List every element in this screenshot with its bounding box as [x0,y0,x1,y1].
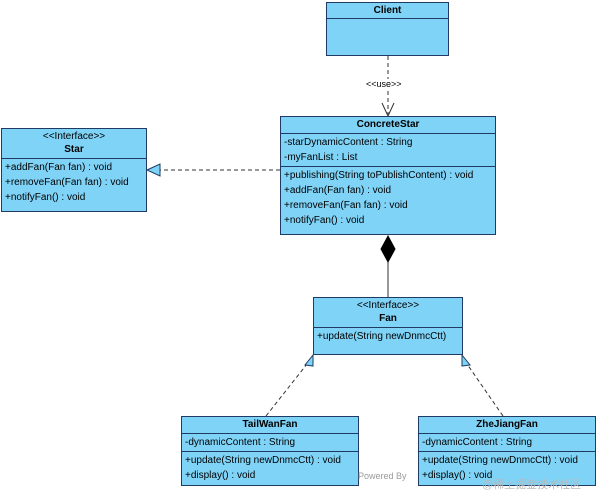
star-operations: +addFan(Fan fan) : void +removeFan(Fan f… [2,159,146,206]
fan-interface[interactable]: <<Interface>> Fan +update(String newDnmc… [313,297,463,355]
tailwan-realization-arrowhead [304,353,314,367]
star-name: Star [64,144,84,155]
concrete-star-name: ConcreteStar [356,119,420,130]
concrete-star-operations: +publishing(String toPublishContent) : v… [281,167,495,229]
star-interface[interactable]: <<Interface>> Star +addFan(Fan fan) : vo… [1,128,147,212]
tailwan-fan-operation: +update(String newDnmcCtt) : void [185,455,341,466]
tailwan-fan-class[interactable]: TailWanFan -dynamicContent : String +upd… [181,416,359,486]
zhejiang-fan-operations: +update(String newDnmcCtt) : void +displ… [419,452,595,484]
zhejiang-fan-operation: +display() : void [422,470,493,481]
star-realization-arrowhead [145,163,161,177]
use-dependency-arrowhead [381,102,395,118]
star-operation: +removeFan(Fan fan) : void [5,177,129,188]
client-name: Client [373,5,402,16]
use-label: <<use>> [364,79,404,89]
composition-diamond [380,234,396,264]
tailwan-fan-operation: +display() : void [185,470,256,481]
tailwan-fan-attributes: -dynamicContent : String [182,434,358,452]
concrete-star-operation: +notifyFan() : void [284,215,365,226]
tailwan-fan-header: TailWanFan [182,417,358,434]
zhejiang-realization-line [466,363,504,417]
client-class[interactable]: Client [326,2,449,56]
tailwan-fan-attribute: -dynamicContent : String [185,437,296,448]
star-stereotype: <<Interface>> [42,131,106,142]
zhejiang-fan-operation: +update(String newDnmcCtt) : void [422,455,578,466]
zhejiang-fan-name: ZheJiangFan [476,419,538,430]
tailwan-fan-operations: +update(String newDnmcCtt) : void +displ… [182,452,358,484]
concrete-star-class[interactable]: ConcreteStar -starDynamicContent : Strin… [280,116,496,235]
powered-by-watermark: Powered By [358,471,407,481]
concrete-star-operation: +addFan(Fan fan) : void [284,185,392,196]
zhejiang-realization-arrowhead [461,353,471,367]
zhejiang-fan-attributes: -dynamicContent : String [419,434,595,452]
concrete-star-attributes: -starDynamicContent : String -myFanList … [281,134,495,167]
concrete-star-attribute: -starDynamicContent : String [284,137,413,148]
fan-operations: +update(String newDnmcCtt) [314,328,462,345]
concrete-star-operation: +removeFan(Fan fan) : void [284,200,408,211]
tailwan-fan-name: TailWanFan [242,419,298,430]
fan-stereotype: <<Interface>> [356,300,420,311]
concrete-star-operation: +publishing(String toPublishContent) : v… [284,170,474,181]
tailwan-realization-line [265,363,308,417]
star-operation: +notifyFan() : void [5,192,86,203]
zhejiang-fan-attribute: -dynamicContent : String [422,437,533,448]
fan-name: Fan [379,313,397,324]
star-header: <<Interface>> Star [2,129,146,159]
site-watermark: @稀土掘金技术社区 [482,479,582,491]
fan-header: <<Interface>> Fan [314,298,462,328]
star-operation: +addFan(Fan fan) : void [5,162,113,173]
concrete-star-header: ConcreteStar [281,117,495,134]
client-header: Client [327,3,448,19]
zhejiang-fan-header: ZheJiangFan [419,417,595,434]
zhejiang-fan-class[interactable]: ZheJiangFan -dynamicContent : String +up… [418,416,596,486]
fan-operation: +update(String newDnmcCtt) [317,331,447,342]
concrete-star-attribute: -myFanList : List [284,152,358,163]
